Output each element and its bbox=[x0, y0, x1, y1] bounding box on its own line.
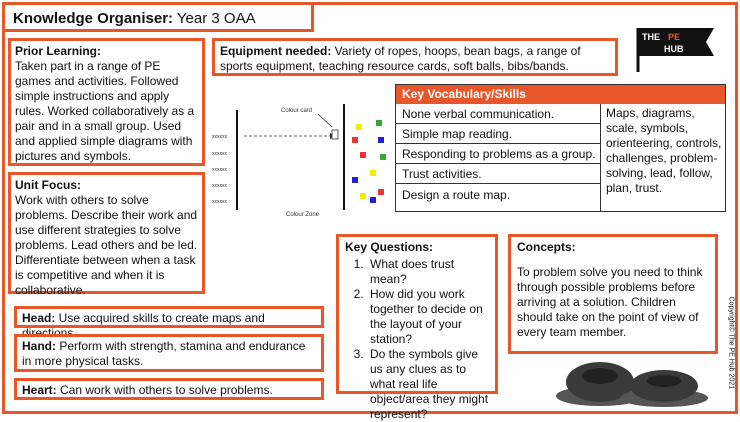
equipment-text: Variety of ropes, hoops, bean bags, a ra… bbox=[220, 44, 581, 73]
copyright-text: Copyright© The PE Hub 2021 bbox=[727, 296, 735, 390]
key-questions-label: Key Questions: bbox=[345, 240, 434, 254]
title-label: Knowledge Organiser: bbox=[13, 10, 174, 27]
question-item: Do the symbols give us any clues as to w… bbox=[367, 347, 489, 422]
concepts-box: Concepts: To problem solve you need to t… bbox=[508, 234, 718, 354]
heart-text: Can work with others to solve problems. bbox=[56, 383, 273, 397]
equipment-box: Equipment needed: Variety of ropes, hoop… bbox=[212, 38, 618, 76]
unit-focus-box: Unit Focus: Work with others to solve pr… bbox=[8, 172, 205, 297]
question-item: How did you work together to decide on t… bbox=[367, 287, 489, 347]
player-mark: xxxxxx bbox=[212, 151, 228, 157]
hand-box: Hand: Perform with strength, stamina and… bbox=[14, 334, 324, 372]
logo-line3: HUB bbox=[664, 44, 684, 54]
vocab-skills-list: None verbal communication. Simple map re… bbox=[396, 104, 601, 211]
player-mark: xxxxxx bbox=[212, 134, 228, 140]
pe-hub-logo: THE PE HUB bbox=[636, 28, 714, 72]
copyright-notice: Copyright© The PE Hub 2021 bbox=[724, 296, 736, 410]
unit-focus-text: Work with others to solve problems. Desc… bbox=[15, 193, 198, 297]
player-mark: xxxxxx bbox=[212, 199, 228, 205]
logo-line1: THE bbox=[642, 32, 660, 42]
vocab-row: Simple map reading. bbox=[396, 124, 600, 144]
title-value: Year 3 OAA bbox=[173, 10, 256, 27]
heart-box: Heart: Can work with others to solve pro… bbox=[14, 378, 324, 400]
unit-focus-label: Unit Focus: bbox=[15, 178, 81, 192]
vocab-row: Design a route map. bbox=[402, 188, 511, 202]
colour-card-label: Colour card bbox=[281, 108, 312, 114]
colour-card bbox=[331, 129, 339, 140]
title-box: Knowledge Organiser: Year 3 OAA bbox=[2, 2, 314, 32]
question-item: What does trust mean? bbox=[367, 257, 489, 287]
key-vocabulary-table: Key Vocabulary/Skills None verbal commun… bbox=[395, 84, 726, 212]
logo-line2: PE bbox=[668, 32, 680, 42]
vocab-title: Key Vocabulary/Skills bbox=[396, 85, 725, 104]
concepts-label: Concepts: bbox=[517, 240, 576, 254]
heart-label: Heart: bbox=[22, 383, 57, 397]
vocab-row: None verbal communication. bbox=[396, 104, 600, 124]
colour-zone-label: Colour Zone bbox=[286, 212, 320, 218]
hand-text: Perform with strength, stamina and endur… bbox=[22, 339, 306, 368]
head-box: Head: Use acquired skills to create maps… bbox=[14, 306, 324, 340]
key-questions-box: Key Questions: What does trust mean? How… bbox=[336, 234, 498, 421]
equipment-label: Equipment needed: bbox=[220, 44, 332, 58]
player-mark: xxxxxx bbox=[212, 167, 228, 173]
prior-learning-label: Prior Learning: bbox=[15, 44, 102, 58]
head-label: Head: bbox=[22, 311, 56, 325]
colour-card-pointer bbox=[317, 113, 333, 128]
player-mark: xxxxxx bbox=[212, 183, 228, 189]
colour-zone-diagram: Colour card xxxxxx xxxxxx xxxxxx xxxxxx … bbox=[212, 104, 386, 218]
key-questions-list: What does trust mean? How did you work t… bbox=[345, 257, 489, 422]
marker-cones-image bbox=[556, 362, 708, 407]
hand-label: Hand: bbox=[22, 339, 56, 353]
prior-learning-text: Taken part in a range of PE games and ac… bbox=[15, 59, 195, 163]
concepts-text: To problem solve you need to think throu… bbox=[517, 265, 703, 339]
vocab-words: Maps, diagrams, scale, symbols, orientee… bbox=[606, 106, 722, 195]
vocab-row: Trust activities. bbox=[396, 164, 600, 184]
page-border bbox=[2, 2, 738, 414]
prior-learning-box: Prior Learning: Taken part in a range of… bbox=[8, 38, 205, 166]
vocab-row: Responding to problems as a group. bbox=[396, 144, 600, 164]
